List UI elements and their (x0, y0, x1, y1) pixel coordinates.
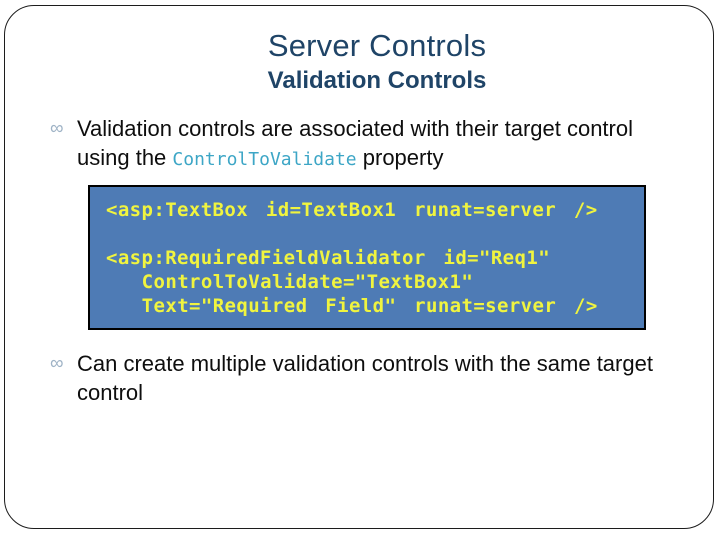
code-line (106, 222, 644, 246)
bullet-icon: ∞ (50, 118, 64, 139)
slide-rounded-border (4, 5, 714, 529)
slide-title: Server Controls (267, 28, 487, 63)
code-line: <asp:TextBox id=TextBox1 runat=server /> (106, 199, 598, 221)
bullet-text-after: property (356, 145, 444, 170)
bullet-item: ∞ Validation controls are associated wit… (50, 114, 659, 174)
code-sample-box: <asp:TextBox id=TextBox1 runat=server />… (88, 185, 646, 330)
slide-subtitle: Validation Controls (267, 67, 487, 94)
bullet-text-before: Can create multiple validation controls … (77, 351, 653, 405)
code-line: Text="Required Field" runat=server /> (106, 295, 598, 317)
bullet-text-before: Validation controls are associated with … (77, 116, 633, 170)
inline-code-controltovalidate: ControlToValidate (172, 149, 357, 170)
bullet-icon: ∞ (50, 353, 64, 374)
code-line: ControlToValidate="TextBox1" (106, 271, 474, 293)
bullet-text: Can create multiple validation controls … (77, 349, 659, 409)
code-line: <asp:RequiredFieldValidator id="Req1" (106, 247, 551, 269)
bullet-text: Validation controls are associated with … (77, 114, 659, 174)
bullet-item: ∞ Can create multiple validation control… (50, 349, 659, 409)
